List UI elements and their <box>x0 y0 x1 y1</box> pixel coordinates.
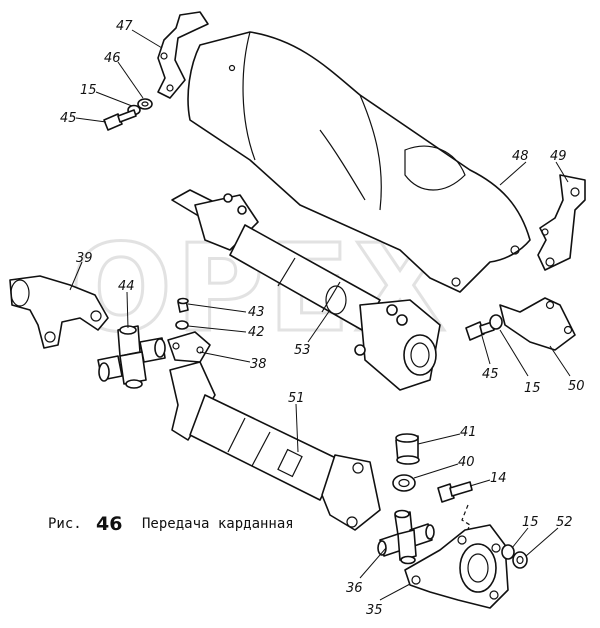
callout-49: 49 <box>550 149 567 164</box>
part-46-washer <box>137 98 153 110</box>
callout-45-right: 45 <box>482 367 499 382</box>
part-50-bracket <box>499 297 576 351</box>
part-39-yoke <box>9 275 109 349</box>
callout-50: 50 <box>568 379 585 394</box>
part-45-bolt-top <box>103 109 137 131</box>
part-35-flange-yoke <box>404 524 509 609</box>
caption-number: 46 <box>96 513 122 535</box>
callouts: 47 46 15 45 48 49 39 44 43 42 38 53 45 1… <box>60 19 585 618</box>
callout-39: 39 <box>76 251 93 266</box>
callout-44: 44 <box>118 279 135 294</box>
figure-caption: Рис. 46 Передача карданная <box>48 513 294 535</box>
part-14-bolt <box>437 481 473 503</box>
part-44-cross <box>97 325 166 389</box>
part-43-fitting <box>177 297 189 313</box>
part-15-nut-bottom <box>501 544 515 560</box>
callout-51: 51 <box>288 391 305 406</box>
part-53-front-shaft <box>171 189 441 391</box>
leader-lines <box>69 29 571 601</box>
callout-46: 46 <box>104 51 121 66</box>
callout-52: 52 <box>556 515 573 530</box>
part-42-washer <box>175 320 189 330</box>
part-47-clamp <box>157 11 209 99</box>
callout-35: 35 <box>366 603 383 618</box>
part-36-cross <box>377 509 435 565</box>
callout-14: 14 <box>490 471 507 486</box>
callout-48: 48 <box>512 149 529 164</box>
callout-40: 40 <box>458 455 475 470</box>
caption-title: Передача карданная <box>142 516 294 532</box>
callout-47: 47 <box>116 19 133 34</box>
part-52-washer <box>512 551 528 569</box>
part-15-nut-right <box>489 314 503 330</box>
callout-36: 36 <box>346 581 363 596</box>
callout-53: 53 <box>294 343 311 358</box>
part-40-seal <box>392 474 416 492</box>
caption-prefix: Рис. <box>48 516 82 532</box>
callout-42: 42 <box>248 325 265 340</box>
callout-15-bottom: 15 <box>522 515 539 530</box>
callout-41: 41 <box>460 425 477 440</box>
callout-43: 43 <box>248 305 265 320</box>
callout-15-right: 15 <box>524 381 541 396</box>
part-51-shaft <box>169 361 381 531</box>
callout-38: 38 <box>250 357 267 372</box>
part-49-bracket <box>537 174 586 271</box>
callout-45-top: 45 <box>60 111 77 126</box>
part-41-bush <box>395 433 420 465</box>
callout-15-top: 15 <box>80 83 97 98</box>
part-48-cover <box>187 31 531 293</box>
